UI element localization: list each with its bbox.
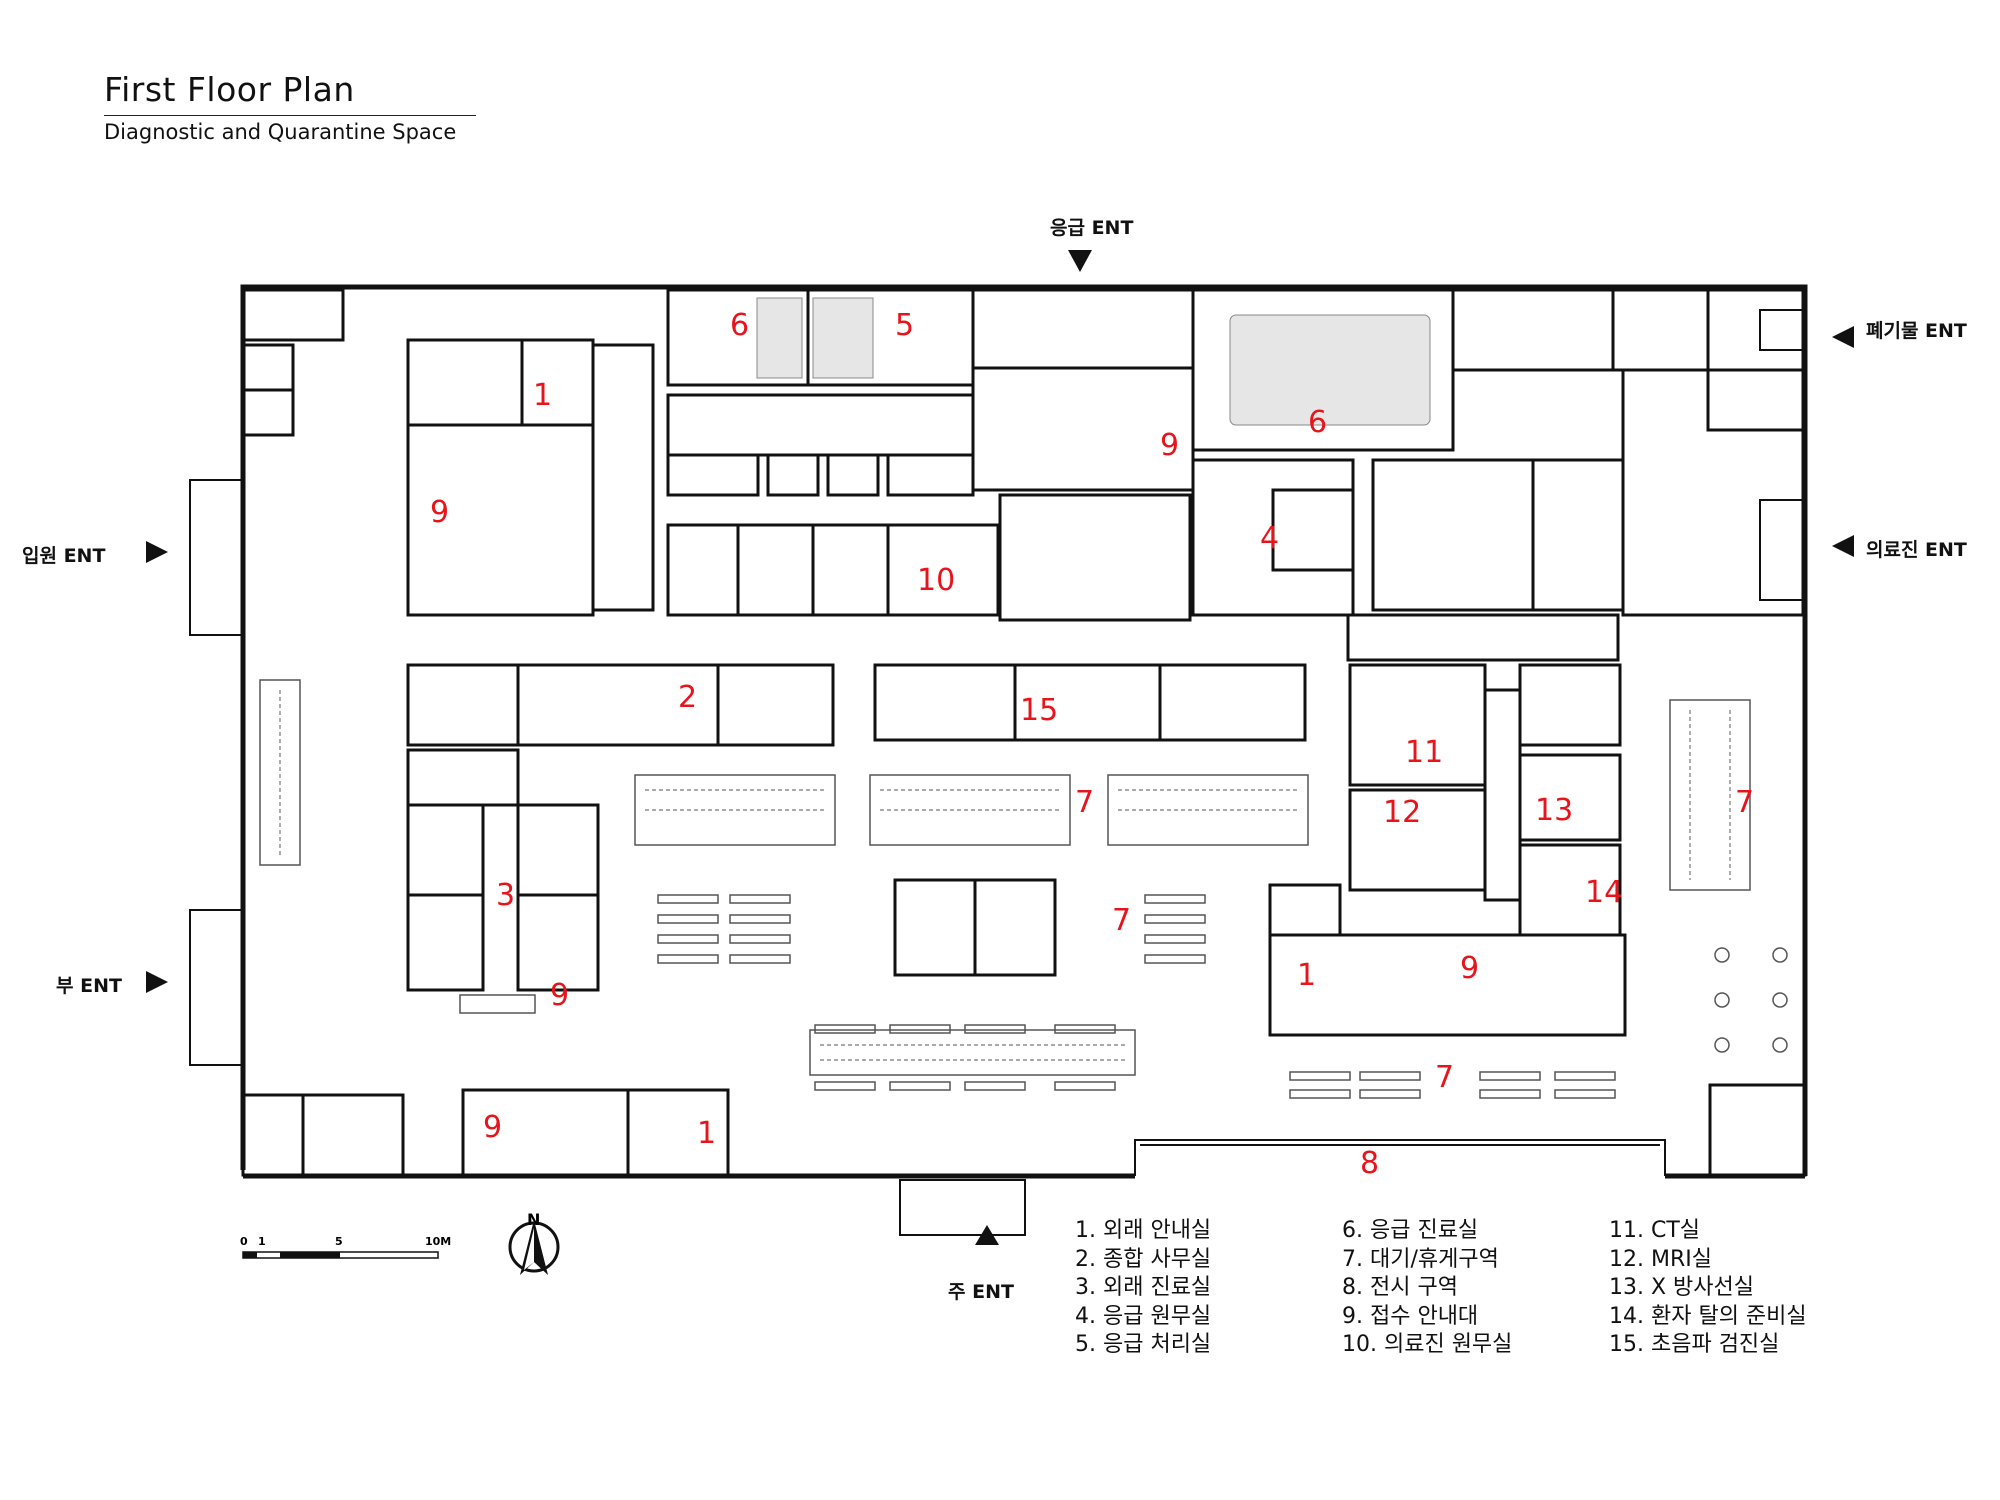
legend-column-1: 1. 외래 안내실 2. 종합 사무실 3. 외래 진료실 4. 응급 원무실 … xyxy=(1075,1217,1211,1360)
entrance-label-sub: 부 ENT xyxy=(56,975,122,997)
planter-texture xyxy=(279,690,1731,1061)
legend-item: 6. 응급 진료실 xyxy=(1342,1218,1479,1243)
north-arrow-icon: N xyxy=(508,1210,560,1275)
scale-bar: 0 1 5 10M xyxy=(240,1235,451,1259)
room-number: 9 xyxy=(1460,951,1479,986)
room-number: 6 xyxy=(730,308,749,343)
room-number: 7 xyxy=(1112,903,1131,938)
legend-column-3: 11. CT실 12. MRI실 13. X 방사선실 14. 환자 탈의 준비… xyxy=(1609,1217,1807,1360)
room-number: 12 xyxy=(1383,795,1421,830)
interior-walls xyxy=(241,288,1807,1177)
legend-item: 12. MRI실 xyxy=(1609,1246,1712,1272)
entrance-label-staff: 의료진 ENT xyxy=(1866,539,1967,561)
room-number: 8 xyxy=(1360,1146,1379,1181)
cafe-tables xyxy=(1714,947,1788,1053)
arrow-right-icon xyxy=(146,971,168,993)
room-numbers: 1 1 1 2 3 4 5 6 6 7 7 7 7 8 9 9 9 9 9 10… xyxy=(430,308,1754,1181)
legend-item: 11. CT실 xyxy=(1609,1218,1701,1243)
page-title: First Floor Plan xyxy=(104,70,476,116)
room-number: 10 xyxy=(917,563,955,598)
legend-item: 14. 환자 탈의 준비실 xyxy=(1609,1303,1807,1329)
room-number: 1 xyxy=(533,378,552,413)
legend-item: 4. 응급 원무실 xyxy=(1075,1303,1212,1329)
arrow-up-icon xyxy=(975,1225,999,1245)
arrow-left-icon xyxy=(1832,535,1854,557)
legend-item: 10. 의료진 원무실 xyxy=(1342,1332,1513,1357)
page-subtitle: Diagnostic and Quarantine Space xyxy=(104,120,457,144)
scale-tick-10: 10M xyxy=(425,1235,451,1248)
entrance-vestibules xyxy=(189,309,1806,1236)
room-number: 9 xyxy=(550,978,569,1013)
legend-item: 7. 대기/휴게구역 xyxy=(1342,1246,1499,1272)
arrow-right-icon xyxy=(146,541,168,563)
shaded-zones xyxy=(756,297,1431,426)
room-number: 7 xyxy=(1435,1060,1454,1095)
room-number: 7 xyxy=(1075,785,1094,820)
scale-tick-1: 1 xyxy=(258,1235,266,1248)
room-number: 1 xyxy=(1297,958,1316,993)
arrow-left-icon xyxy=(1832,326,1854,348)
room-number: 3 xyxy=(496,878,515,913)
display-zone-outline xyxy=(1134,1139,1666,1176)
room-number: 7 xyxy=(1735,785,1754,820)
legend-item: 9. 접수 안내대 xyxy=(1342,1303,1479,1329)
room-number: 14 xyxy=(1585,875,1623,910)
room-number: 9 xyxy=(1160,428,1179,463)
entrance-label-main: 주 ENT xyxy=(948,1281,1014,1303)
title-block: First Floor Plan Diagnostic and Quaranti… xyxy=(104,70,476,144)
legend-item: 1. 외래 안내실 xyxy=(1075,1218,1212,1243)
legend-item: 3. 외래 진료실 xyxy=(1075,1275,1212,1300)
bench-rows xyxy=(459,894,1616,1099)
legend-item: 2. 종합 사무실 xyxy=(1075,1246,1212,1272)
legend-item: 15. 초음파 검진실 xyxy=(1609,1332,1780,1357)
scale-tick-0: 0 xyxy=(240,1235,248,1248)
room-number: 13 xyxy=(1535,793,1573,828)
legend-item: 8. 전시 구역 xyxy=(1342,1275,1458,1300)
legend-column-2: 6. 응급 진료실 7. 대기/휴게구역 8. 전시 구역 9. 접수 안내대 … xyxy=(1342,1217,1512,1360)
entrance-arrows xyxy=(146,250,1854,1245)
arrow-down-icon xyxy=(1068,250,1092,272)
entrance-label-inpatient: 입원 ENT xyxy=(22,545,106,567)
legend-item: 5. 응급 처리실 xyxy=(1075,1332,1212,1357)
room-number: 9 xyxy=(430,495,449,530)
entrance-label-waste: 폐기물 ENT xyxy=(1866,320,1967,342)
entrance-label-emergency: 응급 ENT xyxy=(1050,217,1134,239)
room-number: 2 xyxy=(678,680,697,715)
scale-tick-5: 5 xyxy=(335,1235,343,1248)
room-number: 1 xyxy=(697,1116,716,1151)
legend-item: 13. X 방사선실 xyxy=(1609,1275,1755,1300)
room-number: 11 xyxy=(1405,735,1443,770)
room-number: 6 xyxy=(1308,405,1327,440)
room-number: 5 xyxy=(895,308,914,343)
north-label: N xyxy=(527,1210,540,1229)
room-number: 9 xyxy=(483,1110,502,1145)
room-number: 4 xyxy=(1260,521,1279,556)
room-number: 15 xyxy=(1020,693,1058,728)
